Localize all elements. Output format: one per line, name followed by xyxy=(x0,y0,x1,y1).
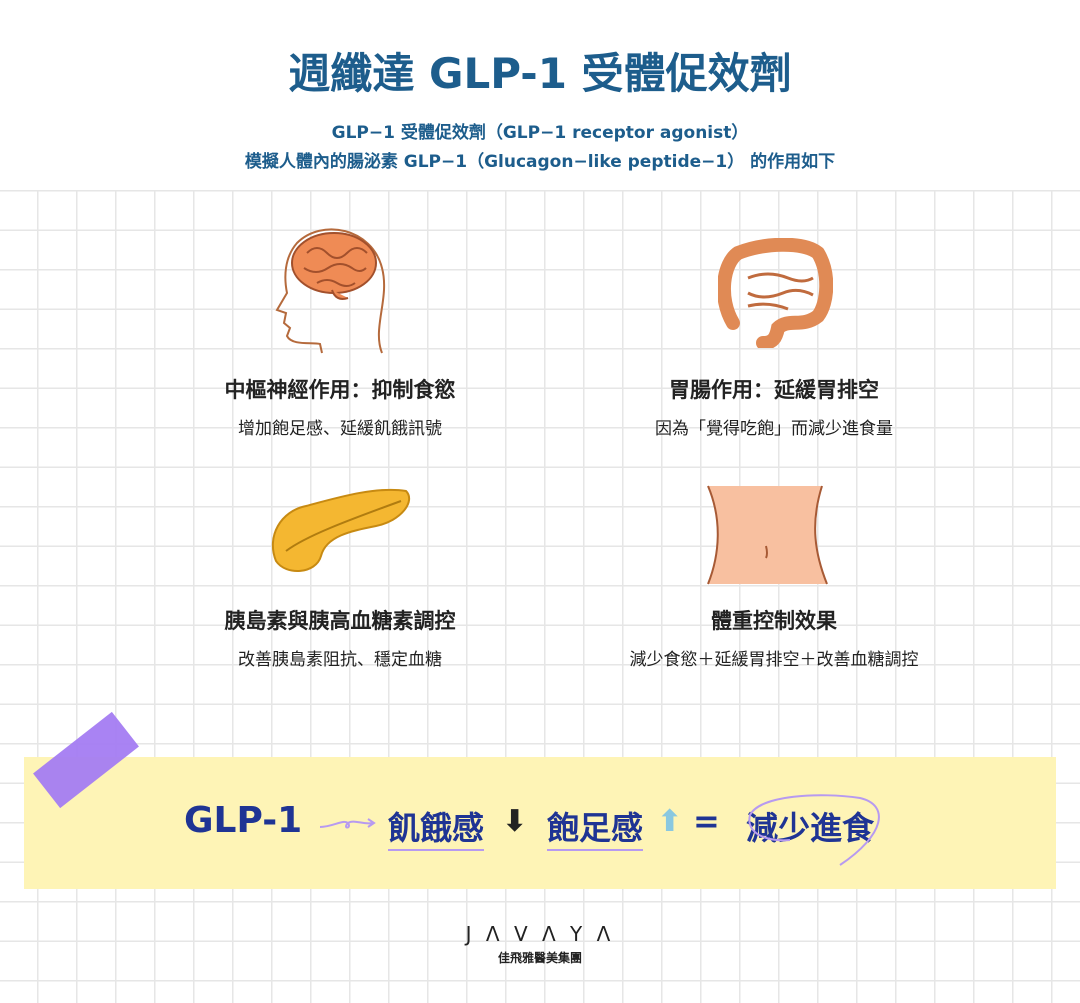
brain-head-icon xyxy=(275,228,386,354)
summary-satiety: 飽足感 xyxy=(547,803,644,851)
squiggle-arrow-icon xyxy=(319,818,376,829)
card-central-nervous: 中樞神經作用：抑制食慾 增加飽足感、延緩飢餓訊號 xyxy=(120,374,560,439)
circle-highlight xyxy=(748,794,880,866)
card-gastrointestinal: 胃腸作用：延緩胃排空 因為「覺得吃飽」而減少進食量 xyxy=(554,374,994,439)
card-description: 因為「覺得吃飽」而減少進食量 xyxy=(655,419,893,439)
logo-group: 佳飛雅醫美集團 xyxy=(497,951,582,965)
logo: J Λ V Λ Y Λ 佳飛雅醫美集團 xyxy=(0,922,1080,966)
down-arrow-icon: ⬇ xyxy=(502,804,528,839)
card-heading: 中樞神經作用：抑制食慾 xyxy=(224,378,456,402)
subtitle-line-2: 模擬人體內的腸泌素 GLP−1（Glucagon−like peptide−1）… xyxy=(244,152,836,172)
card-heading: 體重控制效果 xyxy=(711,609,837,633)
intestine-icon xyxy=(718,238,833,348)
logo-brand: J Λ V Λ Y Λ xyxy=(465,922,615,946)
summary-hunger: 飢餓感 xyxy=(388,803,485,851)
summary-glp: GLP-1 xyxy=(184,800,303,841)
card-heading: 胰島素與胰高血糖素調控 xyxy=(224,609,456,633)
card-heading: 胃腸作用：延緩胃排空 xyxy=(669,378,879,402)
subtitle-line-1: GLP−1 受體促效劑（GLP−1 receptor agonist） xyxy=(331,123,749,143)
card-description: 改善胰島素阻抗、穩定血糖 xyxy=(238,650,442,670)
page-title: 週纖達 GLP-1 受體促效劑 xyxy=(288,49,792,98)
card-description: 減少食慾＋延緩胃排空＋改善血糖調控 xyxy=(629,650,919,670)
card-insulin: 胰島素與胰高血糖素調控 改善胰島素阻抗、穩定血糖 xyxy=(120,605,560,670)
summary-band xyxy=(24,757,1056,889)
card-description: 增加飽足感、延緩飢餓訊號 xyxy=(238,419,442,439)
pancreas-icon xyxy=(271,488,411,573)
card-weight: 體重控制效果 減少食慾＋延緩胃排空＋改善血糖調控 xyxy=(554,605,994,670)
up-arrow-icon: ⬆ xyxy=(657,804,683,839)
summary-equals: = xyxy=(693,802,720,840)
waist-icon xyxy=(707,485,828,585)
summary-result: 減少進食 xyxy=(746,809,875,847)
